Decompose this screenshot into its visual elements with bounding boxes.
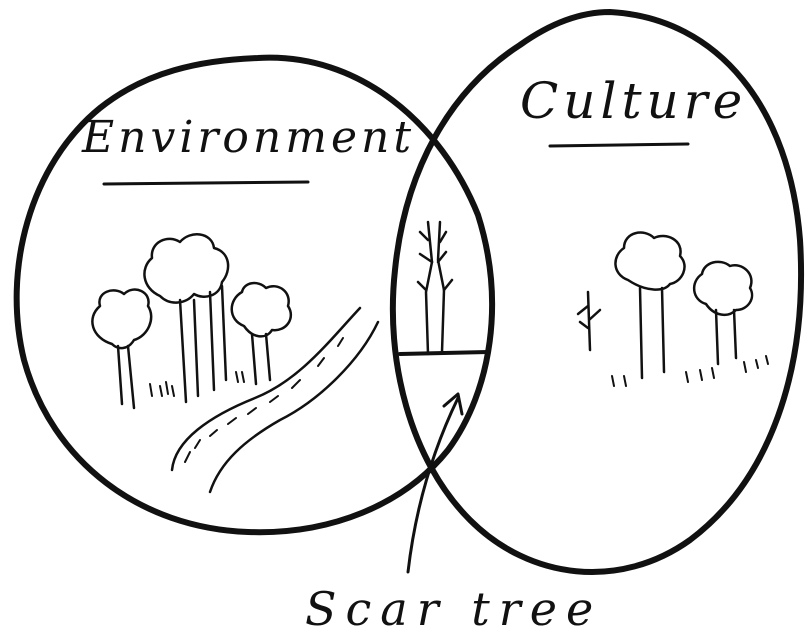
forest-trees-illustration	[91, 233, 293, 410]
scar-tree-arrow	[406, 392, 464, 574]
river-illustration	[170, 306, 380, 494]
culture-underline	[548, 142, 690, 148]
culture-label: Culture	[520, 72, 748, 130]
scar-tree-label: Scar tree	[305, 582, 603, 636]
environment-label: Environment	[82, 112, 416, 163]
culture-circle	[389, 9, 805, 575]
intersection-divider-line	[398, 350, 490, 356]
environment-underline	[102, 180, 310, 186]
cultural-trees-illustration	[576, 231, 769, 387]
scar-tree-illustration	[398, 220, 490, 356]
environment-circle	[13, 54, 495, 536]
